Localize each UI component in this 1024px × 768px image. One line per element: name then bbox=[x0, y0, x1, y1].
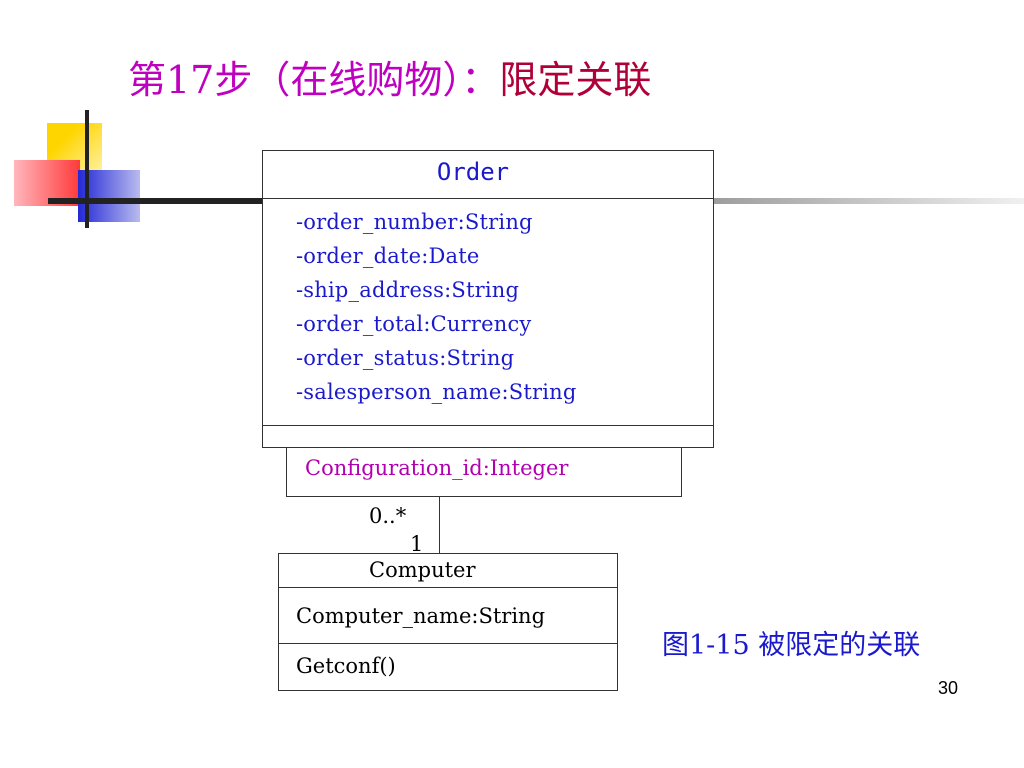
order-attribute: -order_date:Date bbox=[296, 244, 480, 268]
multiplicity-one: 1 bbox=[410, 532, 424, 556]
order-attribute: -order_number:String bbox=[296, 210, 533, 234]
order-class-name-compartment: Order bbox=[263, 151, 713, 199]
computer-operation: Getconf() bbox=[296, 654, 396, 678]
decor-vertical-line bbox=[85, 110, 89, 228]
page-number: 30 bbox=[938, 678, 959, 698]
order-attribute: -ship_address:String bbox=[296, 278, 520, 302]
order-class-name: Order bbox=[436, 158, 510, 186]
slide-title-step: 第17步（在线购物）： bbox=[128, 58, 500, 102]
order-class-operations-compartment bbox=[263, 425, 713, 449]
computer-class-box: Computer Computer_name:String Getconf() bbox=[278, 553, 618, 691]
qualifier-box: Configuration_id:Integer bbox=[286, 447, 682, 497]
order-attribute: -salesperson_name:String bbox=[296, 380, 577, 404]
multiplicity-many: 0..* bbox=[369, 504, 407, 528]
order-class-box: Order -order_number:String -order_date:D… bbox=[262, 150, 714, 448]
order-attribute: -order_status:String bbox=[296, 346, 515, 370]
association-line bbox=[439, 497, 440, 553]
order-class-attributes: -order_number:String -order_date:Date -s… bbox=[296, 205, 576, 409]
computer-attribute: Computer_name:String bbox=[296, 604, 546, 628]
figure-caption: 图1-15 被限定的关联 bbox=[662, 630, 921, 661]
computer-class-attributes: Computer_name:String bbox=[279, 587, 617, 644]
qualifier-label: Configuration_id:Integer bbox=[305, 456, 569, 480]
slide-title: 第17步（在线购物）：限定关联 bbox=[128, 54, 651, 106]
computer-class-name-compartment: Computer bbox=[279, 554, 617, 588]
slide-title-topic: 限定关联 bbox=[499, 58, 652, 102]
computer-class-name: Computer bbox=[369, 558, 476, 582]
order-attribute: -order_total:Currency bbox=[296, 312, 532, 336]
